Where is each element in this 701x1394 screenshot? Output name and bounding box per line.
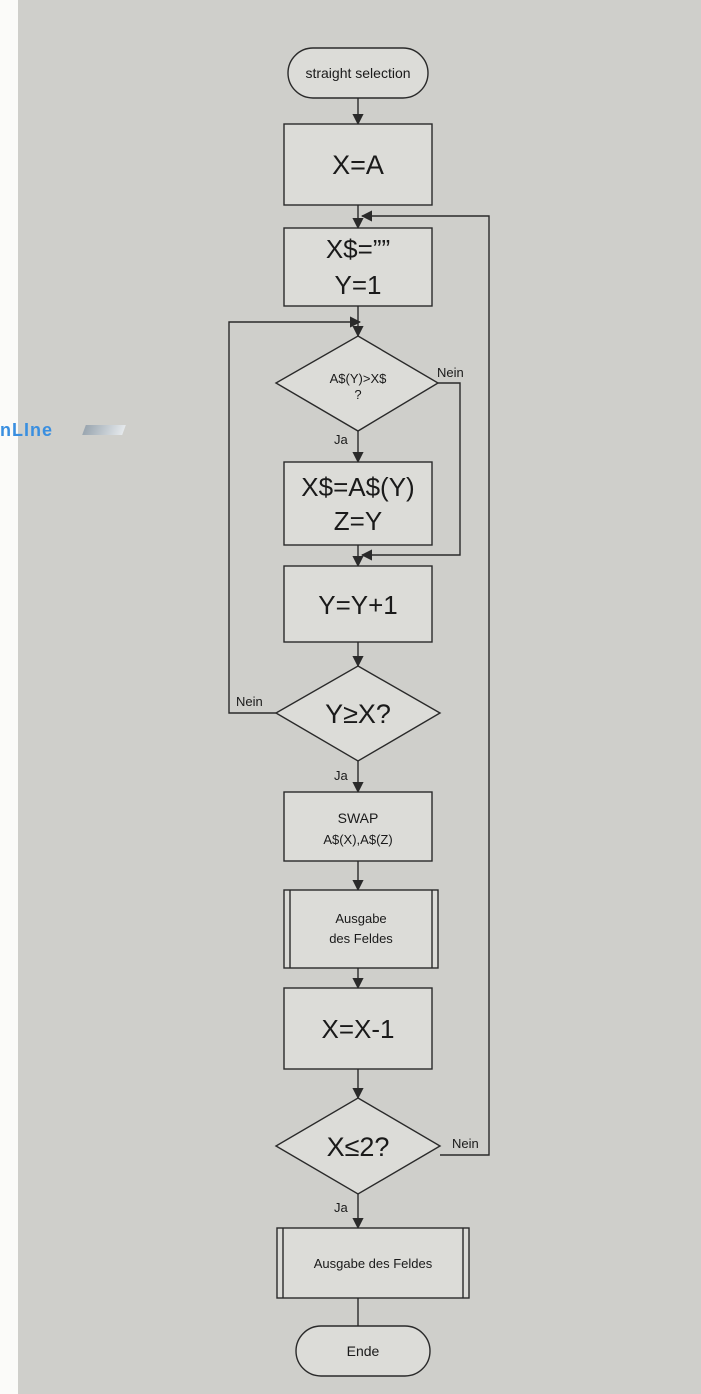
decrement-process-box [283,987,433,1070]
inner-loop-decision-diamond [274,665,442,762]
assign-process-line2: Z=Y [334,506,382,536]
start-terminal: straight selection [287,47,429,99]
outer-loop-decision: X≤2? Nein Ja [274,1097,479,1215]
output-subroutine-line2: des Feldes [329,931,393,946]
start-terminal-shape [287,47,429,99]
increment-process: Y=Y+1 [283,565,433,643]
assign-process-box [283,461,433,546]
start-terminal-label: straight selection [305,65,410,81]
increment-process-label: Y=Y+1 [318,590,398,620]
init-process-label: X=A [332,150,384,180]
init-process-box [283,123,433,206]
final-output-subroutine-box [276,1227,470,1299]
loop-inner-no [228,316,362,714]
inner-loop-decision-label: Y≥X? [325,699,391,729]
inner-yes-label: Ja [334,768,349,783]
connectors [228,98,490,1326]
compare-decision-line2: ? [354,387,361,402]
reset-process-line1: X$=”” [326,234,390,264]
swap-process-line1: SWAP [338,810,379,826]
outer-loop-decision-label: X≤2? [327,1132,390,1162]
watermark-text: nLIne [0,420,53,440]
compare-yes-label: Ja [334,432,349,447]
compare-decision: A$(Y)>X$ ? Nein Ja [274,335,464,447]
swap-process-box [283,791,433,862]
assign-process-line1: X$=A$(Y) [301,472,414,502]
loop-compare-no [360,382,461,561]
inner-loop-decision: Y≥X? Nein Ja [236,665,442,783]
swap-process-line2: A$(X),A$(Z) [323,832,392,847]
outer-yes-label: Ja [334,1200,349,1215]
outer-no-label: Nein [452,1136,479,1151]
reset-process-box [283,227,433,307]
reset-process-line2: Y=1 [335,270,382,300]
compare-no-label: Nein [437,365,464,380]
swap-process: SWAP A$(X),A$(Z) [283,791,433,862]
watermark-logo: nLIne [0,420,130,442]
loop-outer-no [360,210,490,1156]
decrement-process-label: X=X-1 [322,1014,395,1044]
compare-decision-diamond [274,335,440,432]
reset-process: X$=”” Y=1 [283,227,433,307]
output-subroutine-line1: Ausgabe [335,911,386,926]
output-subroutine-box [283,889,439,969]
compare-decision-line1: A$(Y)>X$ [330,371,387,386]
outer-loop-decision-diamond [274,1097,442,1195]
end-terminal: Ende [295,1325,431,1377]
inner-no-label: Nein [236,694,263,709]
output-subroutine: Ausgabe des Feldes [283,889,439,969]
assign-process: X$=A$(Y) Z=Y [283,461,433,546]
increment-process-box [283,565,433,643]
final-output-subroutine: Ausgabe des Feldes [276,1227,470,1299]
final-output-subroutine-label: Ausgabe des Feldes [314,1256,433,1271]
end-terminal-shape [295,1325,431,1377]
init-process: X=A [283,123,433,206]
end-terminal-label: Ende [347,1343,380,1359]
decrement-process: X=X-1 [283,987,433,1070]
